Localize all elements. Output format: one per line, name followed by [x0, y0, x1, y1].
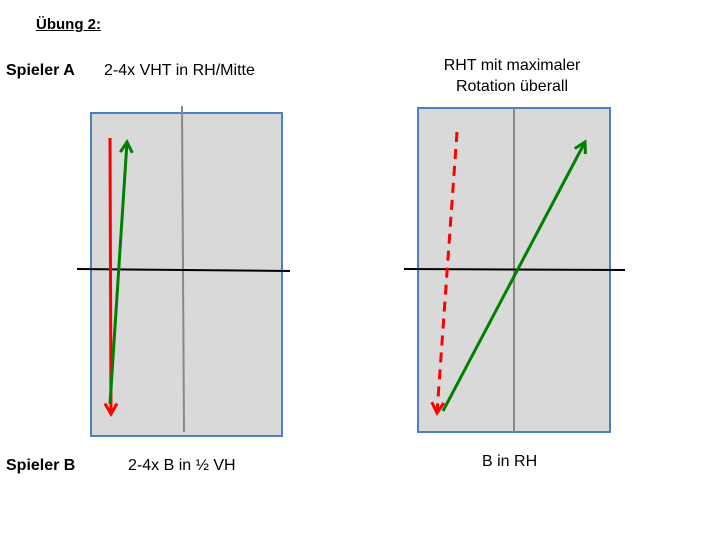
player-b-description: 2-4x B in ½ VH	[128, 457, 236, 474]
right-red-dashed-arrow	[430, 131, 459, 417]
left-table-surface	[90, 112, 283, 437]
right-exercise-line-1: RHT mit maximaler	[443, 57, 581, 74]
exercise-title: Übung 2:	[36, 16, 101, 33]
right-table	[403, 107, 626, 433]
right-green-arrow	[441, 139, 587, 412]
player-a-description: 2-4x VHT in RH/Mitte	[104, 62, 255, 79]
left-green-arrow	[108, 138, 134, 405]
left-table-net	[76, 268, 291, 272]
left-table	[76, 105, 291, 437]
right-table-net	[403, 268, 626, 271]
right-exercise-line-2: Rotation überall	[455, 78, 569, 95]
right-exercise-bottom-label: B in RH	[482, 453, 538, 470]
player-b-label: Spieler B	[6, 457, 76, 474]
player-a-label: Spieler A	[6, 62, 75, 79]
right-exercise-description: RHT mit maximaler Rotation überall	[412, 55, 612, 97]
